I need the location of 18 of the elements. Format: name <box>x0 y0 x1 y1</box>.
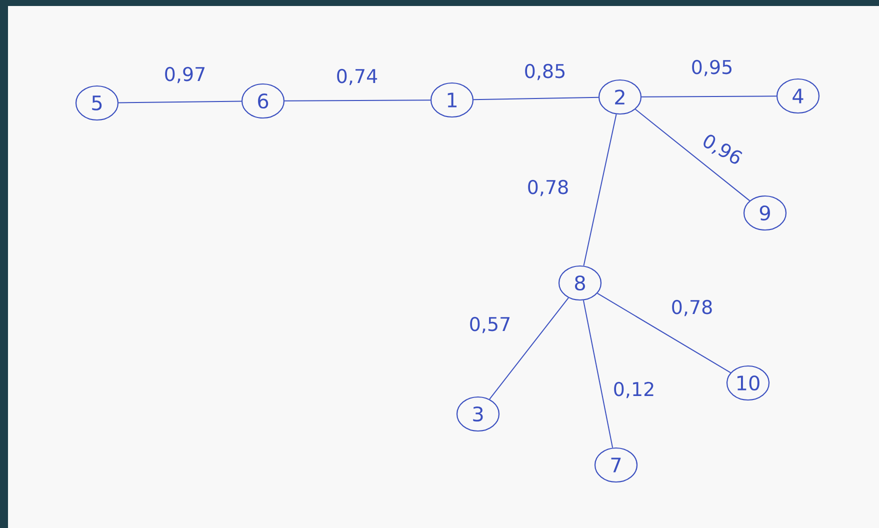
edge-label: 0,95 <box>692 60 732 76</box>
edge-line <box>489 297 569 400</box>
edge-line <box>596 292 732 374</box>
edge-label: 0,97 <box>165 66 205 84</box>
edge-line <box>634 108 750 202</box>
edge-line <box>118 100 242 104</box>
edge-label: 0,57 <box>470 316 510 334</box>
edge-label: 0,12 <box>614 382 654 398</box>
edge-line <box>473 96 599 100</box>
edge-line <box>583 114 617 266</box>
edge-line <box>582 300 614 448</box>
edge-label: 0,78 <box>672 300 712 316</box>
edge-label: 0,85 <box>525 64 564 80</box>
edge-line <box>641 96 777 98</box>
edge-label: 0,78 <box>528 180 568 196</box>
edge-line <box>284 100 431 102</box>
edge-label: 0,74 <box>337 68 378 86</box>
edge-label: 0,96 <box>704 134 742 164</box>
